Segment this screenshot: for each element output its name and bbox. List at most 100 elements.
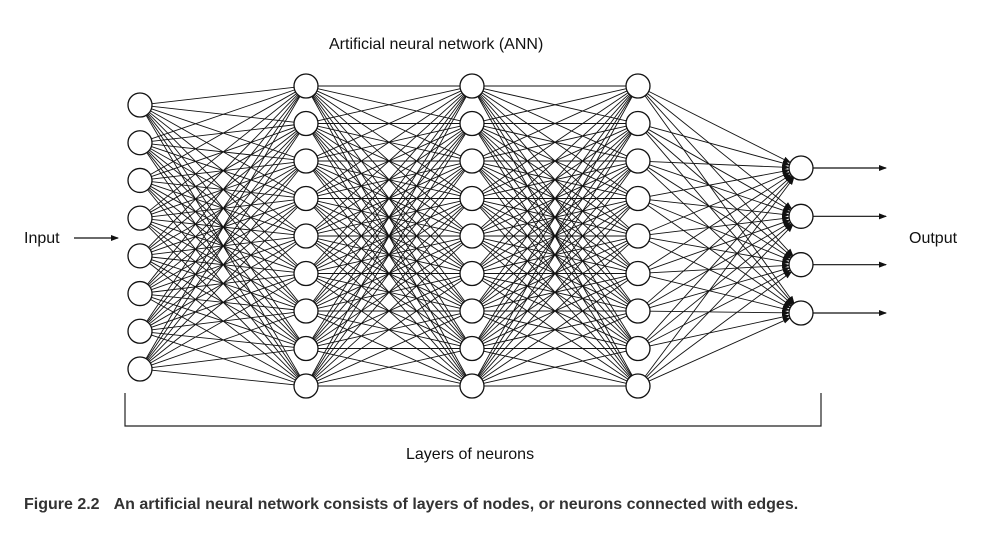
edge-l2-8-to-4 xyxy=(480,243,630,379)
edge-l2-8-to-6 xyxy=(482,315,628,382)
edge-l3-2-to-1 xyxy=(649,164,791,214)
edge-l3-7-to-2 xyxy=(648,269,792,344)
edge-l1-6-to-0 xyxy=(312,95,466,302)
edge-l2-4-to-0 xyxy=(480,93,630,229)
edge-l3-5-to-1 xyxy=(649,219,791,270)
edge-l1-8-to-1 xyxy=(312,133,466,377)
edge-l2-3-to-0 xyxy=(481,92,629,193)
edge-l3-2-to-2 xyxy=(647,167,792,259)
edge-l3-4-to-1 xyxy=(649,215,791,236)
hidden-layer-1-neuron-3 xyxy=(293,148,319,174)
hidden-layer-3-neuron-2 xyxy=(625,110,651,137)
edge-l3-7-to-0 xyxy=(645,176,794,340)
edge-l1-5-to-0 xyxy=(313,94,465,265)
edge-l3-1-to-2 xyxy=(646,131,793,258)
edge-l3-8-to-3 xyxy=(648,317,791,382)
output-label: Output xyxy=(909,230,958,247)
edge-l3-8-to-1 xyxy=(645,224,794,378)
hidden-layer-1-neuron-7 xyxy=(293,298,319,324)
edge-l1-8-to-4 xyxy=(314,243,464,379)
edge-l1-1-to-0 xyxy=(317,88,461,122)
edge-l0-5-to-0 xyxy=(147,95,299,285)
output-layer-neuron-1 xyxy=(788,155,814,181)
edge-l3-5-to-3 xyxy=(649,275,791,312)
edge-l1-8-to-3 xyxy=(313,207,465,378)
output-layer-neuron-3 xyxy=(788,252,814,278)
edge-l3-1-to-0 xyxy=(649,126,791,166)
edge-l0-7-to-7 xyxy=(151,349,295,368)
layers-label: Layers of neurons xyxy=(406,446,535,463)
edge-l2-8-to-0 xyxy=(477,96,633,376)
edge-l2-5-to-0 xyxy=(479,94,631,265)
edge-l0-7-to-0 xyxy=(145,96,301,359)
edge-l3-5-to-0 xyxy=(647,173,792,268)
hidden-layer-2-neuron-2 xyxy=(459,110,485,137)
edge-l0-7-to-8 xyxy=(151,369,295,386)
edge-l2-8-to-7 xyxy=(483,350,627,384)
hidden-layer-2-neuron-9 xyxy=(459,373,485,399)
input-layer-neuron-4 xyxy=(127,205,153,231)
edge-l3-7-to-3 xyxy=(649,314,791,347)
edge-l2-8-to-1 xyxy=(478,133,632,377)
hidden-layer-1-neuron-8 xyxy=(293,335,319,362)
hidden-layer-1-neuron-2 xyxy=(293,110,319,137)
edge-l3-0-to-3 xyxy=(644,95,795,305)
edge-l3-6-to-1 xyxy=(648,221,792,306)
diagram-title: Artificial neural network (ANN) xyxy=(329,36,544,53)
hidden-layer-3-neuron-5 xyxy=(625,223,651,249)
edge-l2-8-to-3 xyxy=(479,207,631,378)
edge-l0-6-to-0 xyxy=(146,95,300,322)
edge-l0-7-to-5 xyxy=(150,279,296,364)
edge-l3-0-to-0 xyxy=(648,90,792,164)
edge-l1-8-to-2 xyxy=(312,170,466,377)
output-layer-neuron-4 xyxy=(788,300,814,326)
edge-l3-3-to-1 xyxy=(649,199,791,218)
hidden-layer-2-neuron-6 xyxy=(459,260,485,287)
hidden-layer-1-neuron-4 xyxy=(293,185,319,212)
edge-l3-5-to-2 xyxy=(649,262,791,274)
edge-l2-1-to-0 xyxy=(483,88,627,122)
hidden-layer-2-neuron-1 xyxy=(459,73,485,99)
edge-l1-8-to-0 xyxy=(311,96,467,376)
edge-l2-2-to-0 xyxy=(482,90,628,157)
hidden-layer-1-neuron-1 xyxy=(293,73,319,99)
io-arrows-group xyxy=(74,165,887,316)
input-layer-neuron-5 xyxy=(127,243,153,269)
hidden-layer-1-neuron-5 xyxy=(293,223,319,249)
edge-l3-1-to-3 xyxy=(645,132,794,305)
input-layer-neuron-8 xyxy=(127,356,153,382)
hidden-layer-3-neuron-1 xyxy=(625,73,651,99)
edge-l3-1-to-1 xyxy=(648,129,792,211)
hidden-layer-2-neuron-7 xyxy=(459,298,485,324)
edge-l3-8-to-2 xyxy=(647,271,793,380)
edge-l0-7-to-2 xyxy=(147,170,299,360)
edge-l1-8-to-5 xyxy=(315,279,463,380)
edges-group xyxy=(145,85,795,387)
edge-l1-2-to-0 xyxy=(316,90,462,157)
edge-l2-8-to-5 xyxy=(481,279,629,380)
input-layer-neuron-6 xyxy=(127,280,153,307)
edge-l0-7-to-4 xyxy=(149,243,297,362)
edge-l0-7-to-3 xyxy=(148,206,298,361)
input-layer-neuron-1 xyxy=(127,92,153,118)
edge-l1-8-to-7 xyxy=(317,350,461,384)
edge-l1-3-to-0 xyxy=(315,92,463,193)
edge-l3-7-to-1 xyxy=(647,223,793,342)
edge-l1-4-to-0 xyxy=(314,93,464,229)
edge-l3-0-to-2 xyxy=(645,94,794,257)
hidden-layer-3-neuron-7 xyxy=(625,298,651,324)
hidden-layer-3-neuron-3 xyxy=(625,148,651,174)
figure-number: Figure 2.2 xyxy=(24,496,100,513)
edge-l3-4-to-0 xyxy=(648,172,791,232)
edge-l3-0-to-1 xyxy=(647,93,793,210)
hidden-layer-2-neuron-4 xyxy=(459,185,485,212)
edge-l0-7-to-1 xyxy=(146,133,300,360)
edge-l3-4-to-2 xyxy=(649,237,791,265)
edge-l2-8-to-2 xyxy=(478,170,632,377)
edge-l1-8-to-6 xyxy=(316,315,462,382)
edge-l3-6-to-0 xyxy=(646,175,793,304)
edge-l2-6-to-0 xyxy=(478,95,632,302)
caption-text: An artificial neural network consists of… xyxy=(113,496,799,513)
hidden-layer-3-neuron-9 xyxy=(625,373,651,399)
